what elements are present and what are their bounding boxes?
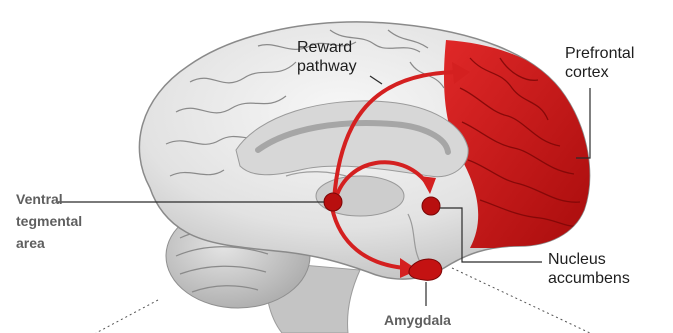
ventral-tegmental-area-dot <box>324 193 342 211</box>
ventral-tegmental-area-label: Ventral tegmental area <box>16 188 82 254</box>
nucleus-accumbens-label: Nucleus accumbens <box>548 250 630 288</box>
prefrontal-cortex-label: Prefrontal cortex <box>565 44 634 82</box>
nucleus-accumbens-dot <box>422 197 440 215</box>
amygdala-label: Amygdala <box>384 309 451 331</box>
reward-pathway-label: Reward pathway <box>297 38 357 76</box>
